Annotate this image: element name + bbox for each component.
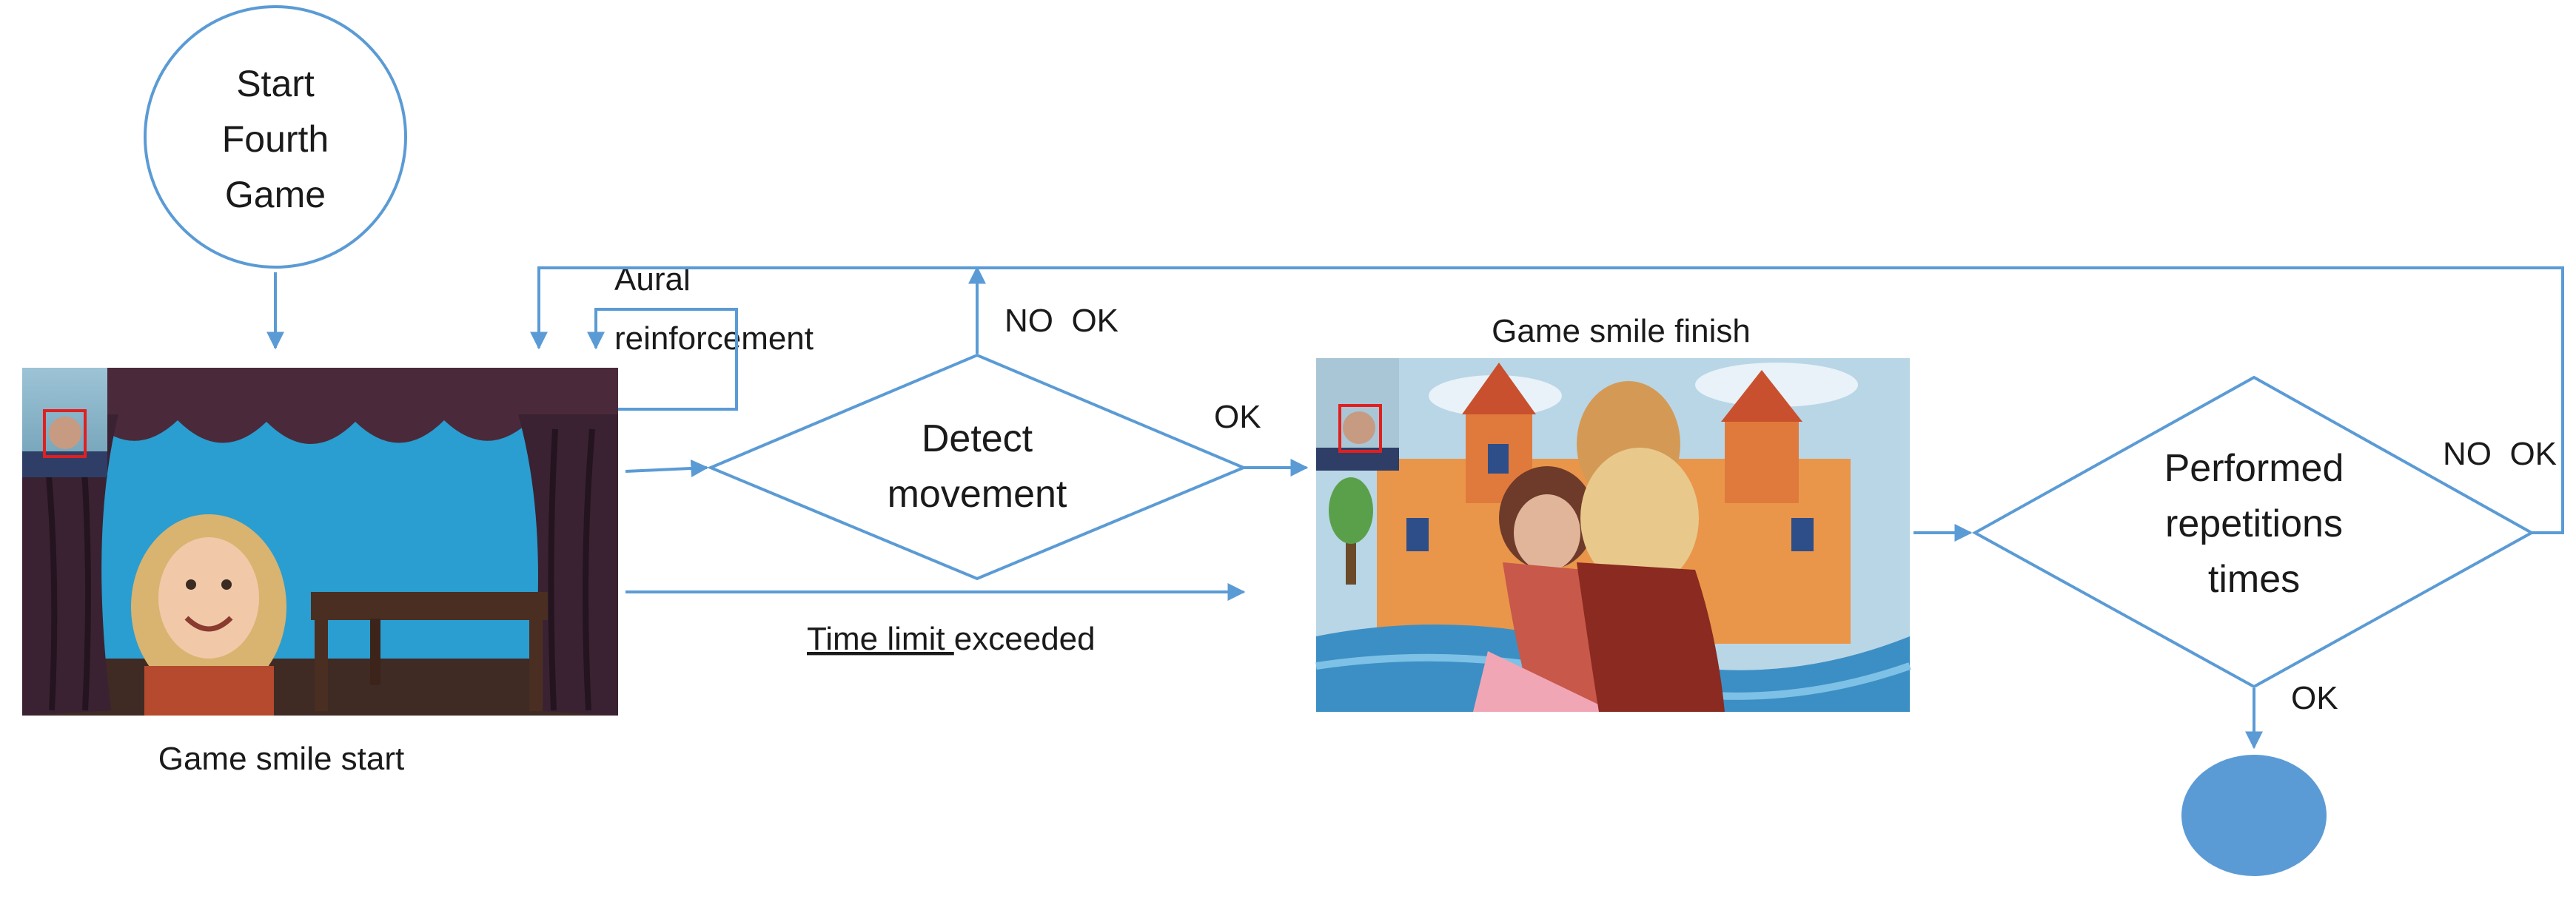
aural-label-line-2: reinforcement	[614, 320, 814, 357]
time-limit-rest: exceeded	[954, 621, 1096, 657]
start-node: Start Fourth Game	[144, 5, 407, 269]
time-limit-underlined: Time limit	[807, 621, 954, 657]
repetitions-line-3: times	[2208, 558, 2300, 601]
start-line-2: Fourth	[222, 118, 329, 160]
repetitions-line-1: Performed	[2164, 447, 2344, 490]
start-line-3: Game	[225, 174, 326, 215]
time-limit-label: Time limit exceeded	[807, 621, 1096, 657]
ok-bottom-label: OK	[2291, 680, 2338, 716]
game-smile-start-image	[22, 368, 618, 716]
game-smile-finish-image	[1315, 358, 1911, 712]
start-line-1: Start	[236, 63, 315, 104]
edge-repetitions-no-ok-loop	[530, 266, 2564, 534]
edge-start-to-detect	[625, 459, 709, 477]
end-node	[2181, 755, 2327, 876]
game-smile-finish-caption: Game smile finish	[1492, 313, 1751, 349]
no-ok-top-label: NO OK	[1004, 303, 1118, 339]
detect-line-1: Detect	[922, 417, 1033, 460]
detect-line-2: movement	[888, 473, 1067, 516]
edge-aural-loop	[587, 308, 738, 411]
no-ok-right-label: NO OK	[2443, 436, 2557, 472]
repetitions-line-2: repetitions	[2165, 502, 2343, 545]
decision-detect-movement	[706, 353, 1248, 581]
game-smile-start-caption: Game smile start	[158, 741, 405, 777]
ok-right-label: OK	[1214, 399, 1261, 435]
